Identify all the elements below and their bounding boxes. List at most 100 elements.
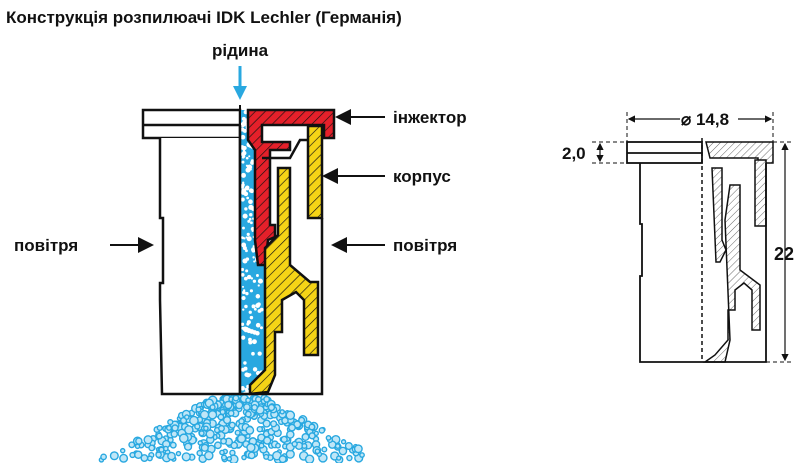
bubble <box>241 236 245 240</box>
droplet <box>285 410 296 421</box>
bubble <box>240 152 245 156</box>
droplet <box>242 403 251 411</box>
droplet <box>263 436 272 445</box>
droplet <box>301 442 308 449</box>
bubble <box>243 276 248 281</box>
droplet <box>247 451 256 460</box>
droplet <box>169 441 177 449</box>
droplet <box>230 441 239 450</box>
bubble <box>248 217 252 221</box>
bubble <box>252 245 255 248</box>
droplet <box>189 415 199 426</box>
droplet <box>213 441 222 450</box>
droplet <box>195 406 202 413</box>
droplet <box>218 424 226 432</box>
bubble <box>253 307 257 311</box>
bubble <box>242 285 245 288</box>
diagram-title: Конструкція розпилюачі IDK Lechler (Герм… <box>6 8 402 27</box>
bubble <box>242 145 247 150</box>
bubble <box>255 294 261 299</box>
label-injector: інжектор <box>393 108 467 127</box>
droplet <box>236 434 247 444</box>
droplet <box>232 394 240 402</box>
droplet <box>234 429 241 436</box>
bubble <box>242 181 245 184</box>
droplet <box>166 424 172 431</box>
droplet <box>155 451 162 459</box>
bubble <box>245 269 249 273</box>
spray-cloud <box>98 393 365 463</box>
droplet <box>353 444 363 454</box>
bubble <box>259 326 263 330</box>
bubble <box>248 199 253 205</box>
bubble <box>240 134 246 140</box>
bubble <box>243 361 247 365</box>
bubble <box>245 167 251 173</box>
droplet <box>278 455 287 463</box>
droplet <box>155 432 163 440</box>
droplet <box>119 453 129 463</box>
droplet <box>148 444 156 452</box>
droplet <box>308 432 316 440</box>
bubble <box>257 309 262 313</box>
bubble <box>257 351 262 356</box>
droplet <box>219 449 225 456</box>
droplet <box>334 443 341 450</box>
body-inner-part <box>248 166 320 396</box>
droplet <box>270 420 278 428</box>
bubble <box>249 221 253 225</box>
droplet <box>318 427 326 434</box>
droplet <box>254 396 262 403</box>
droplet <box>204 450 214 461</box>
bubble <box>244 207 248 211</box>
droplet <box>338 446 348 456</box>
bubble <box>249 188 255 194</box>
droplet <box>267 403 276 412</box>
droplet <box>291 440 298 448</box>
droplet <box>181 452 191 462</box>
droplet <box>167 418 174 426</box>
bubble <box>241 367 245 372</box>
droplet <box>258 442 265 449</box>
bubble <box>246 196 250 200</box>
bubble <box>251 249 256 253</box>
bubble <box>244 304 248 309</box>
bubble <box>240 267 245 272</box>
droplet <box>279 409 285 415</box>
droplet <box>245 425 255 435</box>
injector-part <box>246 108 336 267</box>
bubble <box>240 335 246 340</box>
droplet <box>321 446 328 453</box>
bubble <box>248 310 252 314</box>
droplet <box>238 417 245 425</box>
bubble <box>255 322 261 328</box>
droplet <box>198 430 205 437</box>
bubble <box>241 296 246 301</box>
droplet <box>200 443 209 452</box>
droplet <box>217 413 225 421</box>
droplet <box>336 455 342 461</box>
bubble <box>247 219 251 223</box>
droplet <box>224 400 233 410</box>
droplet <box>128 441 136 449</box>
droplet <box>109 451 119 461</box>
droplet <box>158 446 165 453</box>
bubble <box>257 284 260 287</box>
droplet <box>280 435 288 444</box>
bubble <box>250 160 255 165</box>
droplet <box>196 449 203 457</box>
bubble <box>242 258 248 264</box>
droplet <box>183 414 190 420</box>
bubble <box>245 156 249 160</box>
droplet <box>304 454 315 463</box>
bubble <box>252 367 258 372</box>
bubble <box>246 322 250 326</box>
dimension-total-height: 22 <box>774 244 794 264</box>
bubble <box>241 172 246 178</box>
bubble <box>245 185 250 190</box>
bubble <box>244 387 249 392</box>
droplet <box>241 454 247 461</box>
bubble <box>242 213 248 219</box>
bubble <box>248 340 253 345</box>
